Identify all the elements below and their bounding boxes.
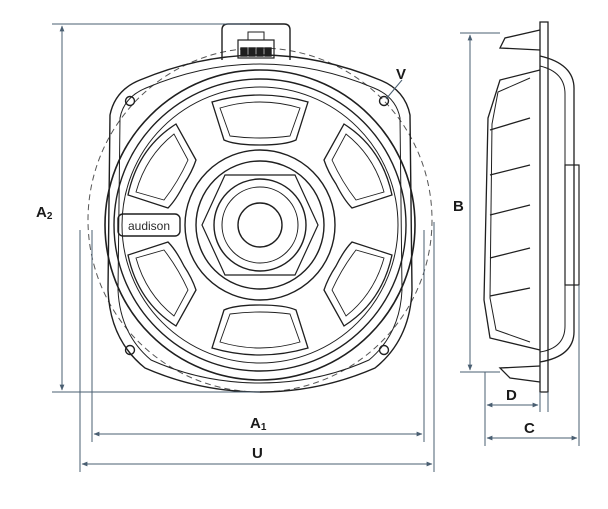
basket-windows: [127, 94, 393, 356]
basket-outer-ring: [104, 69, 416, 381]
basket-window-lower-right-inner: [331, 249, 385, 317]
basket-window-lower-left-inner: [135, 249, 189, 317]
magnet-ring: [221, 186, 299, 264]
hub-outer: [184, 149, 336, 301]
label-u: U: [252, 445, 263, 462]
side-flange: [539, 21, 549, 393]
connector-tab: [221, 23, 291, 60]
logo-plate: [117, 213, 181, 237]
side-basket: [483, 69, 541, 351]
dim-v-leader: [385, 79, 403, 100]
label-a2: A2: [36, 204, 53, 222]
dimension-labels: A2 A1 U V B D C: [36, 66, 535, 462]
side-surround-inner: [539, 65, 566, 353]
front-view: [87, 23, 433, 393]
basket-window-upper-right-inner: [331, 133, 385, 201]
side-rib-1: [489, 117, 531, 131]
connector-pin-2: [248, 47, 256, 57]
side-rib-3: [489, 204, 531, 216]
hub-ring: [195, 160, 325, 290]
screw-hole-bottom-right: [378, 344, 390, 356]
side-magnet: [564, 164, 580, 286]
basket-window-bottom-inner: [219, 311, 301, 349]
brand-logo-text: audison: [128, 219, 170, 233]
side-flange-top: [498, 29, 541, 51]
basket-window-bottom: [211, 304, 309, 356]
basket-window-upper-right: [323, 123, 393, 209]
magnet-outer: [213, 178, 307, 272]
basket-window-top: [211, 94, 309, 146]
screw-hole-top-left: [124, 95, 136, 107]
screw-hole-top-right: [378, 95, 390, 107]
side-rib-5: [489, 287, 531, 297]
basket-window-upper-left: [127, 123, 197, 209]
side-rib-4: [489, 247, 531, 259]
mounting-frame: [107, 54, 413, 393]
connector-pin-1: [240, 47, 248, 57]
screw-hole-bottom-left: [124, 344, 136, 356]
hub-hex: [201, 174, 319, 276]
side-view: [483, 21, 580, 393]
side-basket-inner: [489, 77, 531, 343]
dust-cap: [237, 202, 283, 248]
label-c: C: [524, 420, 535, 437]
basket-window-lower-right: [323, 241, 393, 327]
side-flange-bottom: [498, 365, 541, 383]
dimension-lines: [52, 23, 580, 472]
side-surround: [539, 55, 575, 363]
connector-pin-4: [264, 47, 272, 57]
connector-latch: [247, 31, 265, 41]
label-b: B: [453, 198, 464, 215]
basket-window-upper-left-inner: [135, 133, 189, 201]
connector-pin-3: [256, 47, 264, 57]
label-a1: A1: [250, 415, 267, 433]
mounting-frame-inner: [117, 63, 403, 384]
basket-window-top-inner: [219, 101, 301, 139]
basket-window-lower-left: [127, 241, 197, 327]
basket-ring-2: [113, 78, 407, 372]
label-v: V: [396, 66, 406, 83]
side-rib-2: [489, 164, 531, 176]
basket-ring-3: [121, 86, 399, 364]
label-d: D: [506, 387, 517, 404]
